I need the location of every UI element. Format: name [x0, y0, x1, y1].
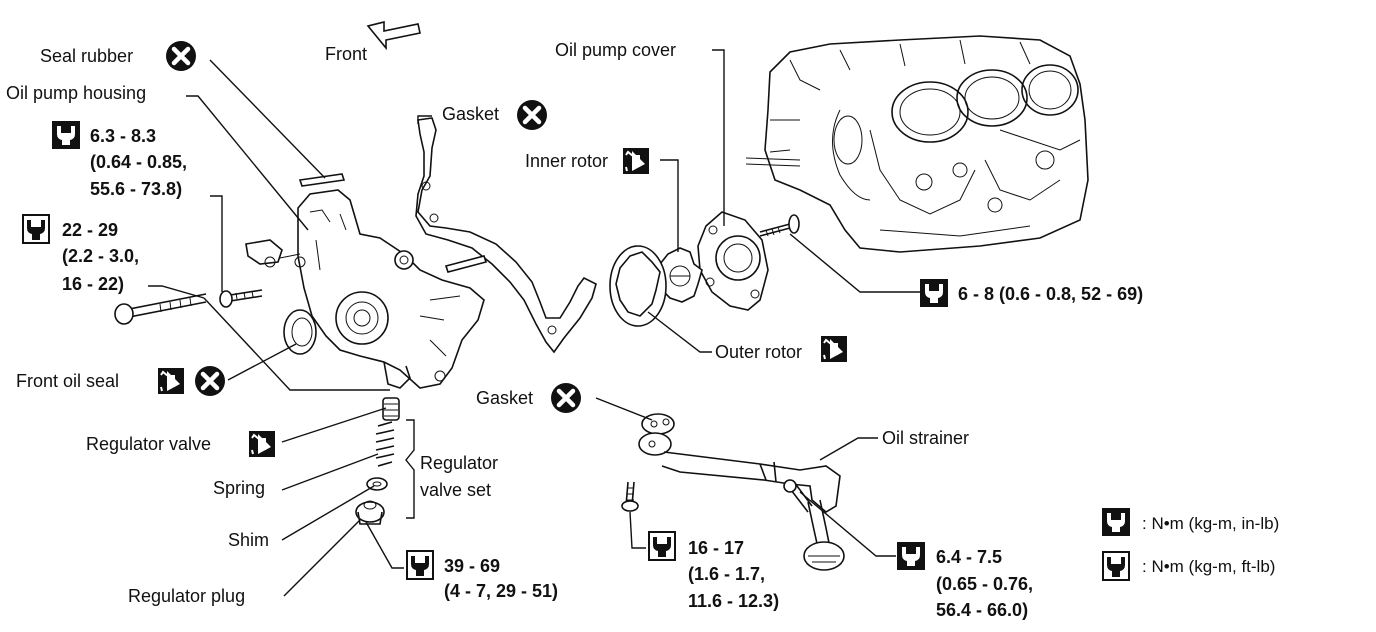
cover-bolt [759, 214, 800, 237]
plug-torque-2: (4 - 7, 29 - 51) [444, 581, 558, 601]
replace-x-icon [195, 366, 225, 396]
regulator-valve-label: Regulator valve [86, 434, 211, 454]
regulator-valve-set-label-1: Regulator [420, 453, 498, 473]
cover-bolt-torque: 6 - 8 (0.6 - 0.8, 52 - 69) [958, 284, 1143, 304]
torque-wrench-icon [1102, 551, 1130, 581]
torque-wrench-icon [920, 279, 948, 307]
strainer-gasket [641, 413, 675, 435]
strainer-left-torque-2: (1.6 - 1.7, [688, 564, 765, 584]
oil-pump-housing-label: Oil pump housing [6, 83, 146, 103]
strainer-bolt-right [783, 479, 813, 513]
shim-label: Shim [228, 530, 269, 550]
oil-can-icon [248, 430, 276, 458]
inner-rotor-label: Inner rotor [525, 151, 608, 171]
replace-x-icon [517, 100, 547, 130]
housing-bolt-torque-2: (0.64 - 0.85, [90, 152, 187, 172]
strainer-bolt-left [621, 481, 639, 512]
engine-block [745, 35, 1089, 253]
strainer-right-torque-2: (0.65 - 0.76, [936, 574, 1033, 594]
regulator-spring [375, 421, 395, 467]
front-oil-seal-label: Front oil seal [16, 371, 119, 391]
replace-x-icon [551, 383, 581, 413]
regulator-plug-label: Regulator plug [128, 586, 245, 606]
seal-rubber-label: Seal rubber [40, 46, 133, 66]
strainer-right-torque-1: 6.4 - 7.5 [936, 547, 1002, 567]
housing-bolt-torque-1: 6.3 - 8.3 [90, 126, 156, 146]
oil-can-icon [157, 367, 185, 395]
strainer-left-torque-1: 16 - 17 [688, 538, 744, 558]
long-bolt [114, 293, 207, 325]
long-bolt-torque-1: 22 - 29 [62, 220, 118, 240]
strainer-left-torque-3: 11.6 - 12.3) [688, 591, 779, 611]
leader-lines [148, 49, 920, 597]
housing-bolt-torque-3: 55.6 - 73.8) [90, 179, 182, 199]
oil-pump-cover-label: Oil pump cover [555, 40, 676, 60]
regulator-valve-part [382, 397, 400, 421]
spring-label: Spring [213, 478, 265, 498]
plug-torque-1: 39 - 69 [444, 556, 500, 576]
seal-rubber-pin-upper [298, 173, 346, 187]
legend-in-lb: : N•m (kg-m, in-lb) [1142, 514, 1279, 533]
front-label: Front [325, 44, 367, 64]
torque-wrench-icon [22, 214, 50, 244]
replace-x-icon [166, 41, 196, 71]
oil-strainer-part [638, 432, 845, 571]
outer-rotor [609, 245, 667, 327]
torque-wrench-icon [406, 550, 434, 580]
torque-wrench-icon [1102, 508, 1130, 536]
regulator-valve-set-label-2: valve set [420, 480, 491, 500]
front-cover-gasket [415, 117, 597, 354]
gasket-top-label: Gasket [442, 104, 499, 124]
front-arrow-icon [366, 20, 421, 51]
long-bolt-torque-2: (2.2 - 3.0, [62, 246, 139, 266]
oil-can-icon [820, 335, 848, 363]
gasket-bottom-label: Gasket [476, 388, 533, 408]
oil-can-icon [622, 147, 650, 175]
torque-wrench-icon [648, 531, 676, 561]
seal-rubber-pin-lower [444, 255, 488, 273]
torque-wrench-icon [52, 121, 80, 149]
housing-link-bolt [245, 239, 301, 268]
regulator-plug-part [355, 500, 385, 525]
oil-pump-cover [697, 211, 769, 311]
front-oil-seal [283, 309, 317, 355]
oil-pump-housing [294, 189, 485, 389]
strainer-right-torque-3: 56.4 - 66.0) [936, 600, 1028, 620]
legend-ft-lb: : N•m (kg-m, ft-lb) [1142, 557, 1275, 576]
housing-bolt [219, 289, 263, 308]
outer-rotor-label: Outer rotor [715, 342, 802, 362]
oil-strainer-label: Oil strainer [882, 428, 969, 448]
torque-wrench-icon [897, 542, 925, 570]
long-bolt-torque-3: 16 - 22) [62, 274, 124, 294]
